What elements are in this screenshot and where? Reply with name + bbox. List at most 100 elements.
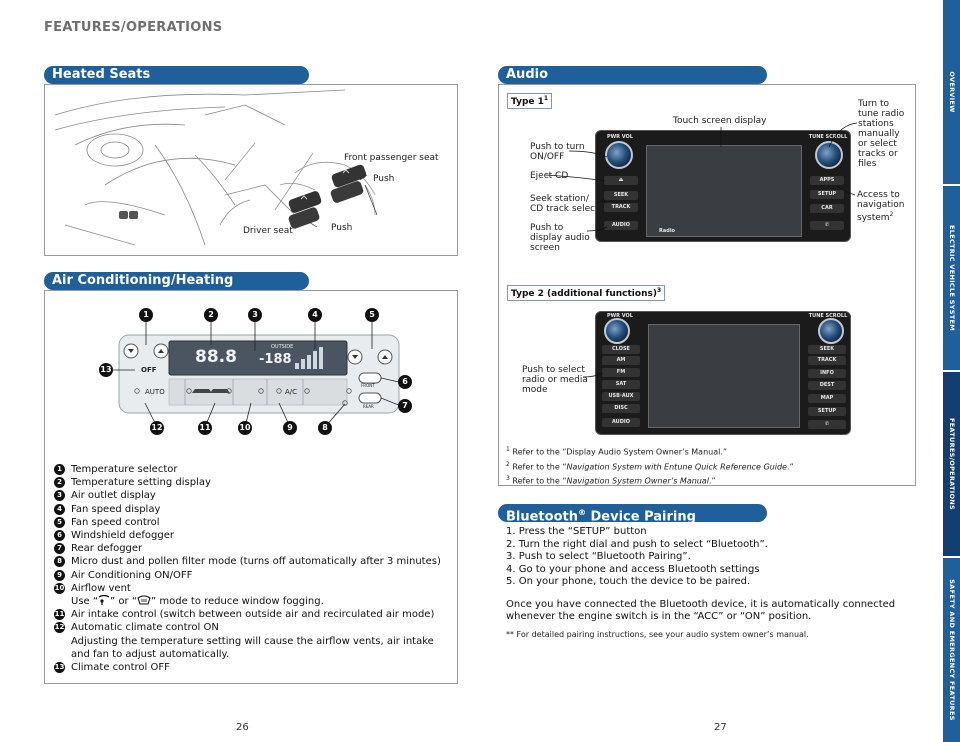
ac-rear-defog-button[interactable]: REAR [363,404,374,409]
climate-control-note: Adjusting the temperature setting will c… [71,635,434,660]
ac-marker-10: 10 [238,421,252,435]
ac-front-defog-button[interactable]: FRONT [361,383,375,388]
ac-auto-button[interactable]: AUTO [145,388,165,396]
type1-tune-scroll-label: TUNE SCROLL [808,134,848,140]
type1-tag: Type 11 [507,93,553,109]
tab-overview[interactable]: OVERVIEW [943,0,960,184]
type1-head-unit: PWR VOL TUNE SCROLL ⏏ SEEK TRACK AUDIO A… [595,130,851,242]
bluetooth-step-4: 4. Go to your phone and access Bluetooth… [506,563,760,575]
type2-map-button[interactable]: MAP [808,394,846,403]
footnote-3: 3 Refer to the “Navigation System Owner’… [506,475,716,486]
type2-usb-aux-button[interactable]: USB·AUX [602,392,640,401]
type1-phone-button[interactable]: ✆ [810,221,844,230]
bluetooth-steps: 1. Press the “SETUP” button 2. Turn the … [506,526,926,624]
heated-seats-illustration [54,89,378,246]
tab-features-operations[interactable]: FEATURES/OPERATIONS [943,372,960,556]
audio-footnotes: 1 Refer to the “Display Audio System Own… [506,444,906,488]
ac-marker-9: 9 [283,421,297,435]
type2-tune-scroll-label: TUNE SCROLL [808,313,848,319]
ac-marker-7: 7 [398,399,412,413]
touch-screen-label: Touch screen display [673,116,767,126]
type1-car-button[interactable]: CAR [810,204,844,213]
type1-eject-button[interactable]: ⏏ [604,176,638,185]
front-passenger-seat-label: Front passenger seat [344,153,439,163]
bluetooth-step-5: 5. On your phone, touch the device to be… [506,576,751,587]
type1-touch-screen[interactable] [646,145,802,237]
airflow-vent-note: Use “” or “” mode to reduce window foggi… [71,594,324,608]
section-title: FEATURES/OPERATIONS [44,20,223,35]
type2-seek-button[interactable]: SEEK [808,345,846,354]
ac-box: 88.8 -188 OUTSIDE OFF AUTO A/C FRONT REA… [44,290,458,684]
type1-power-volume-knob[interactable] [605,141,633,169]
tune-label: Turn to tune radio stations manually or … [858,99,905,169]
type2-track-button[interactable]: TRACK [808,356,846,365]
type2-tag: Type 2 (additional functions)3 [507,285,666,301]
push-label-bottom: Push [331,223,353,233]
type2-head-unit: PWR VOL TUNE SCROLL CLOSE AM FM SAT USB·… [595,311,851,435]
ac-marker-11: 11 [198,421,212,435]
type2-leader-lines [582,372,604,378]
bluetooth-step-2: 2. Turn the right dial and push to selec… [506,538,768,550]
ac-fan-display: -188 [259,352,292,367]
type2-dest-button[interactable]: DEST [808,381,846,390]
ac-marker-1: 1 [139,308,153,322]
seek-label: Seek station/CD track select [530,194,599,214]
type2-tune-scroll-knob[interactable] [818,318,844,344]
type1-tune-scroll-knob[interactable] [815,141,843,169]
type2-phone-button[interactable]: ✆ [808,420,846,429]
ac-control-panel [113,321,402,428]
bluetooth-note: ** For detailed pairing instructions, se… [506,630,809,639]
type1-leader-lines [544,122,858,232]
ac-marker-2: 2 [204,308,218,322]
ac-marker-3: 3 [248,308,262,322]
ac-marker-4: 4 [308,308,322,322]
type1-radio-status: Radio [659,228,675,234]
type2-fm-button[interactable]: FM [602,368,640,377]
windshield-vent-icon [98,594,110,606]
type2-power-volume-knob[interactable] [604,318,630,344]
audio-banner: Audio [498,66,767,84]
ac-off-button[interactable]: OFF [141,366,157,374]
heated-seats-box: Front passenger seat Push Driver seat Pu… [44,84,458,256]
type1-setup-button[interactable]: SETUP [810,190,844,199]
type2-setup-button[interactable]: SETUP [808,407,846,416]
type1-pwr-vol-label: PWR VOL [607,134,633,140]
type2-sat-button[interactable]: SAT [602,380,640,389]
type2-touch-screen[interactable] [648,324,800,428]
type2-am-button[interactable]: AM [602,356,640,365]
bluetooth-step-1: 1. Press the “SETUP” button [506,526,647,537]
type2-audio-button[interactable]: AUDIO [602,418,640,427]
ac-ac-button[interactable]: A/C [285,388,298,396]
ac-marker-6: 6 [398,375,412,389]
type2-info-button[interactable]: INFO [808,369,846,378]
type2-disc-button[interactable]: DISC [602,404,640,413]
type2-close-button[interactable]: CLOSE [602,345,640,354]
page-number-right: 27 [714,722,727,733]
driver-seat-label: Driver seat [243,226,293,236]
page-number-left: 26 [236,722,249,733]
tab-safety-emergency[interactable]: SAFETY AND EMERGENCY FEATURES [943,558,960,742]
push-label-top: Push [373,174,395,184]
tab-electric-vehicle-system[interactable]: ELECTRIC VEHICLE SYSTEM [943,186,960,370]
type1-apps-button[interactable]: APPS [810,176,844,185]
ac-banner: Air Conditioning/Heating [44,272,309,290]
ac-marker-5: 5 [365,308,379,322]
type1-audio-button[interactable]: AUDIO [604,221,638,230]
type1-track-button[interactable]: TRACK [604,203,638,212]
type1-seek-button[interactable]: SEEK [604,191,638,200]
